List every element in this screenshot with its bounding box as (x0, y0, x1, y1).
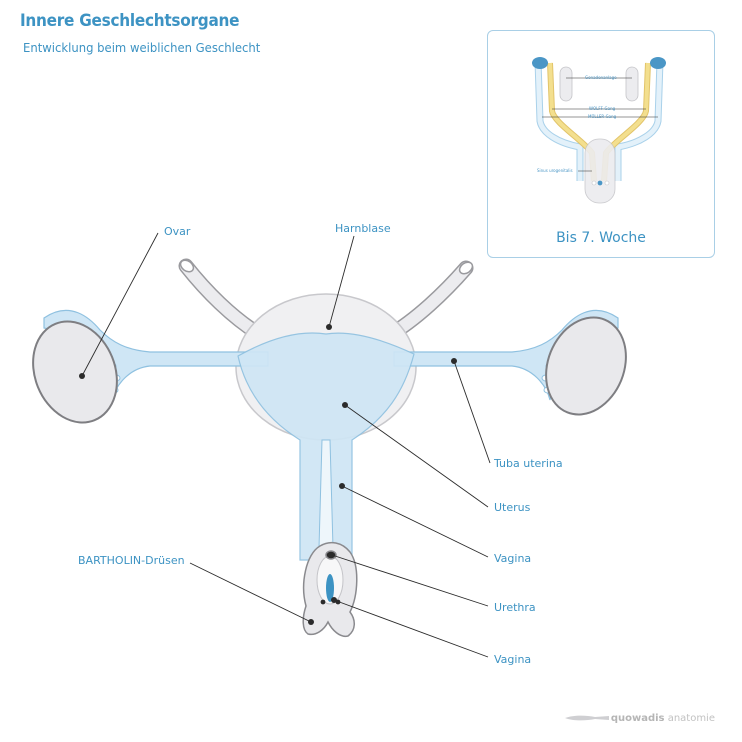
logo-mark-icon (564, 715, 609, 721)
label-vagina-1: Vagina (494, 552, 532, 565)
urethral-opening (325, 550, 337, 560)
inset-label-mueller: MÜLLER-Gang (588, 114, 617, 119)
footer-logo: quowadis anatomie (564, 713, 715, 724)
ovary-right (545, 316, 627, 416)
inset-label-wolff: WOLFF-Gang (589, 106, 616, 111)
leader-lines (81, 232, 491, 658)
vaginal-opening (326, 574, 334, 602)
label-harnblase: Harnblase (335, 222, 391, 235)
inset-panel: Gonadenanlage WOLFF-Gang MÜLLER-Gang Sin… (487, 30, 715, 258)
label-bartholin: BARTHOLIN-Drüsen (78, 554, 185, 567)
leader-dots (79, 324, 457, 625)
inset-title: Bis 7. Woche (556, 230, 646, 246)
label-tuba-uterina: Tuba uterina (494, 457, 563, 470)
footer-brand: quowadis (610, 713, 665, 724)
page-title: Innere Geschlechtsorgane (20, 11, 240, 31)
ureter-right (380, 260, 474, 344)
label-uterus: Uterus (494, 501, 531, 514)
inset-diagram (532, 57, 666, 204)
inset-label-gonadenanlage: Gonadenanlage (585, 75, 617, 80)
bartholin-gland-left (320, 599, 326, 605)
ureter-left (178, 258, 270, 344)
label-vagina-2: Vagina (494, 653, 532, 666)
page-subtitle: Entwicklung beim weiblichen Geschlecht (23, 40, 261, 55)
cervical-canal (318, 439, 334, 549)
label-urethra: Urethra (494, 601, 536, 614)
footer-suffix: anatomie (667, 713, 715, 724)
ovary-left (32, 320, 118, 424)
inset-label-sinus: Sinus urogenitalis (537, 168, 573, 173)
label-ovar: Ovar (164, 225, 191, 238)
